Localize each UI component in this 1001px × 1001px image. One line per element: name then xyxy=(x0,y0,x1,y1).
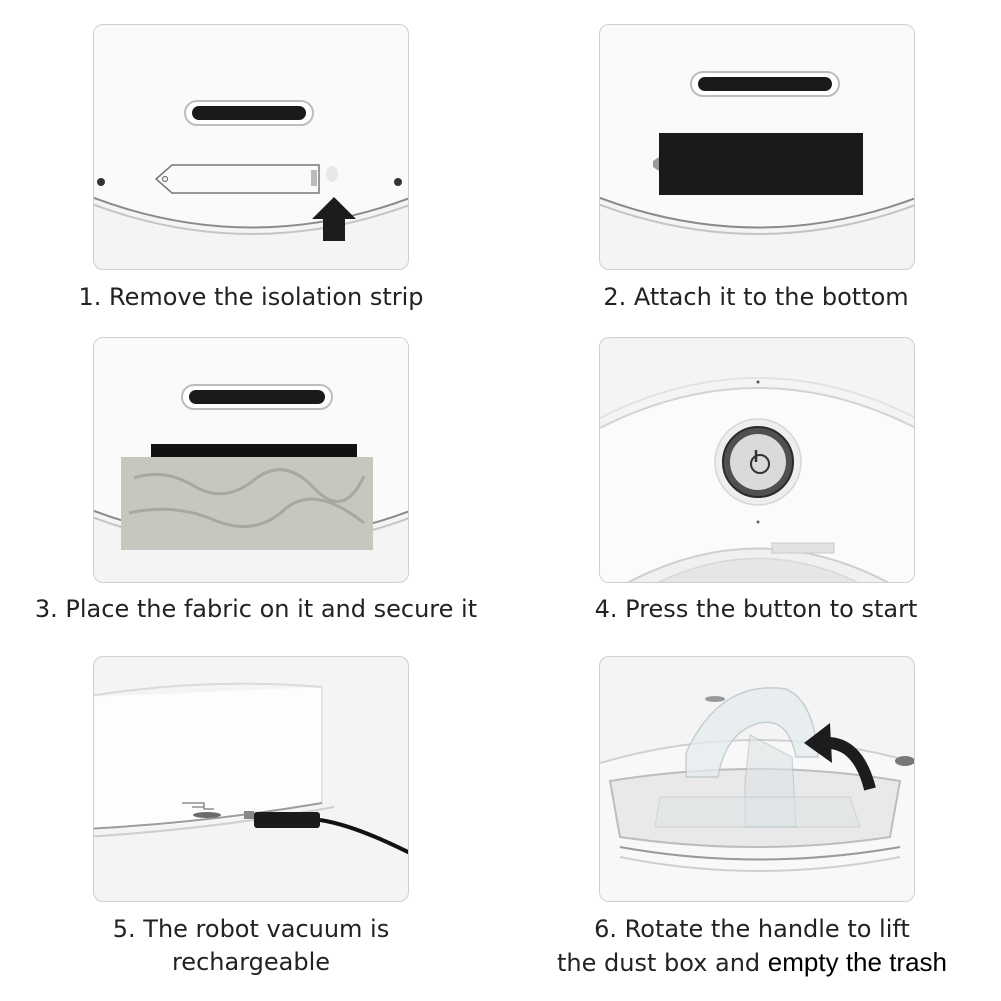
step-6-caption-line1: 6. Rotate the handle to lift xyxy=(594,915,910,943)
step-3-image xyxy=(93,337,409,583)
step-6-caption-line2b: empty the trash xyxy=(767,947,947,977)
step-4-caption: 4. Press the button to start xyxy=(594,595,918,623)
step-4-image xyxy=(599,337,915,583)
step-2-caption: 2. Attach it to the bottom xyxy=(603,283,909,311)
step-5-caption-line1: 5. The robot vacuum is xyxy=(112,915,390,943)
step-1-image xyxy=(93,24,409,270)
power-button-icon xyxy=(714,418,802,506)
rotate-arrow-icon xyxy=(804,723,876,791)
step-6-caption-line2a: the dust box and xyxy=(556,949,761,977)
step-1-caption: 1. Remove the isolation strip xyxy=(78,283,424,311)
step-6-caption-line2: the dust box and empty the trash xyxy=(512,946,992,980)
up-arrow-icon xyxy=(312,197,356,241)
step-6-image xyxy=(599,656,915,902)
step-5-caption-line2: rechargeable xyxy=(171,948,331,976)
step-5-caption: 5. The robot vacuum is rechargeable xyxy=(11,913,491,979)
step-2-image xyxy=(599,24,915,270)
step-6-caption: 6. Rotate the handle to lift the dust bo… xyxy=(512,913,992,980)
step-5-image xyxy=(93,656,409,902)
step-3-caption: 3. Place the fabric on it and secure it xyxy=(34,595,478,623)
